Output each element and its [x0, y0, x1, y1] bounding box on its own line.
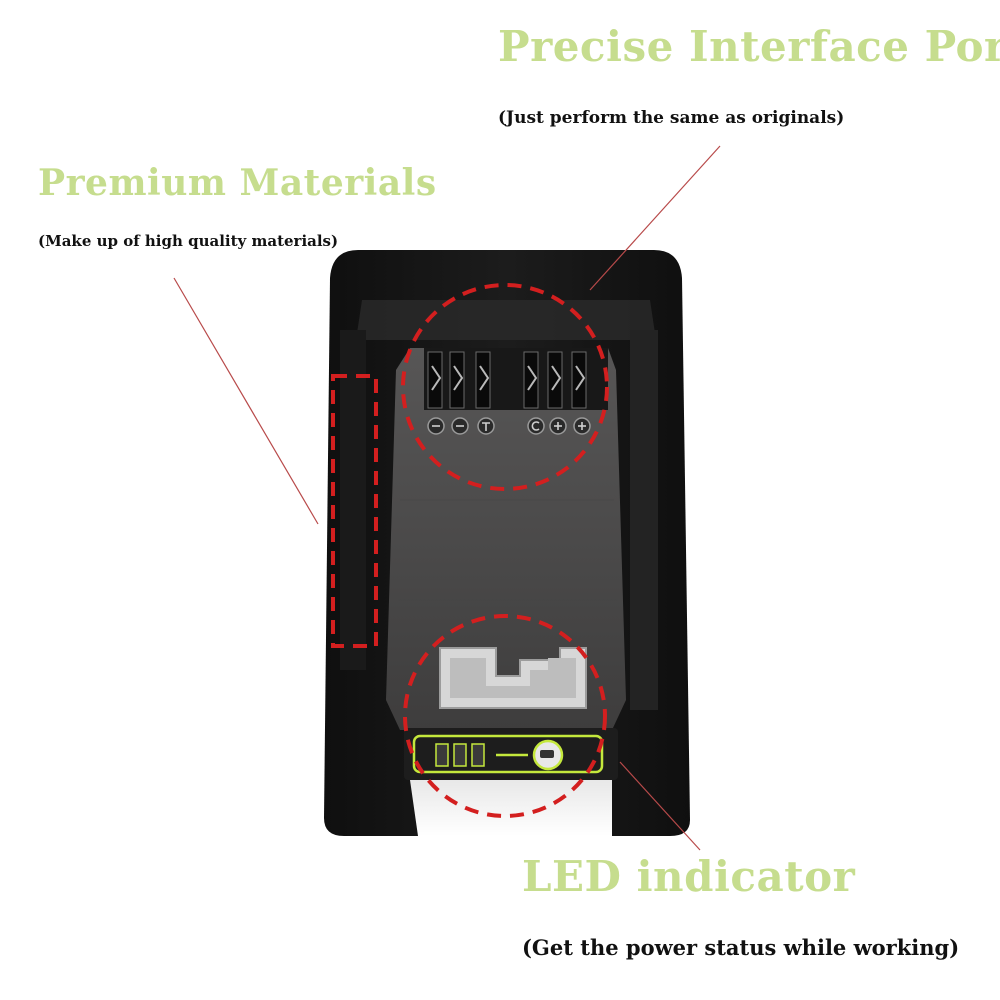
led-bars: [435, 743, 485, 767]
premium-materials-title: Premium Materials: [38, 162, 437, 204]
premium-materials-subtitle: (Make up of high quality materials): [38, 232, 339, 250]
led-indicator-subtitle: (Get the power status while working): [522, 935, 960, 960]
terminal-slots: [427, 351, 587, 409]
spring-contacts: [431, 365, 586, 391]
materials-highlight-rect: [331, 374, 378, 648]
terminal-block: [424, 348, 608, 435]
port-highlight-circle: [401, 283, 609, 491]
release-latch: [439, 647, 587, 709]
interface-port-title: Precise Interface Port: [498, 22, 1000, 71]
led-panel: [404, 728, 618, 780]
interface-port-subtitle: (Just perform the same as originals): [498, 108, 845, 128]
leader-lines: [173, 145, 721, 851]
led-highlight-circle: [403, 614, 607, 818]
led-indicator-title: LED indicator: [522, 852, 856, 901]
callout-highlights: [331, 283, 609, 818]
